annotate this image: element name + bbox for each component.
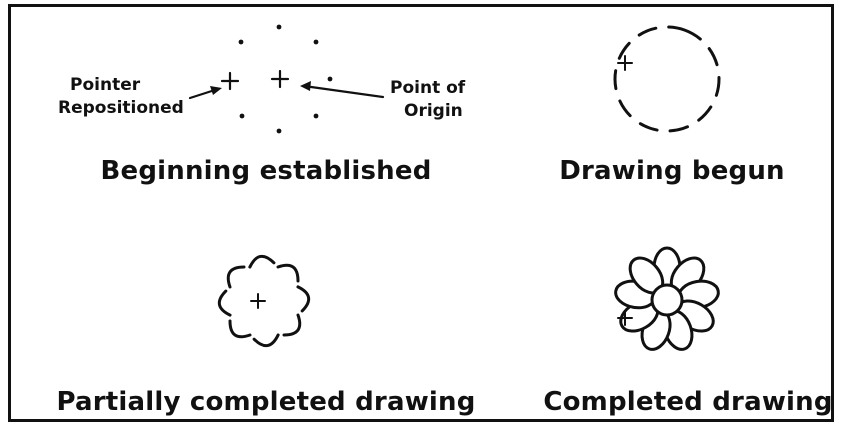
petal-arc (278, 265, 298, 281)
petal-arc (288, 286, 313, 311)
panel-partially-completed: Partially completed drawing (0, 215, 430, 431)
petal-arc (215, 291, 240, 316)
panel-beginning-established: Pointer Repositioned Point of Origin Beg… (0, 0, 430, 215)
pointer-repositioned-label: Pointer Repositioned (58, 74, 184, 120)
caption-drawing-begun: Drawing begun (559, 156, 785, 186)
origin-arrow (304, 86, 383, 97)
point-of-origin-label: Point of Origin (390, 77, 465, 123)
petal-arc (228, 267, 244, 287)
petal-arc (249, 252, 274, 277)
petal-arc (230, 321, 250, 337)
caption-completed: Completed drawing (543, 387, 832, 417)
flower-center (652, 285, 682, 315)
dot (328, 77, 333, 82)
dot (314, 40, 319, 45)
dot (277, 25, 282, 30)
petal-arc (254, 325, 279, 350)
dot (239, 40, 244, 45)
panel-completed: Completed drawing (560, 215, 848, 431)
caption-beginning-established: Beginning established (100, 156, 431, 186)
dot (314, 114, 319, 119)
dot (240, 114, 245, 119)
petal-arc (284, 315, 300, 335)
caption-partially-completed: Partially completed drawing (56, 387, 475, 417)
dot (277, 129, 282, 134)
panel-drawing-begun: Drawing begun (560, 0, 848, 215)
